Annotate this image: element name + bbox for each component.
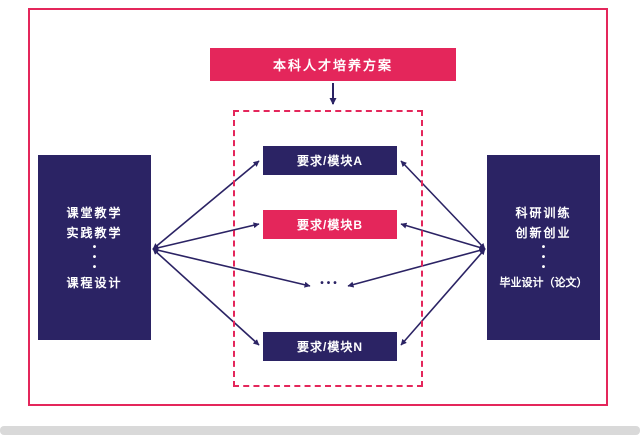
left-box-dot: • xyxy=(92,241,97,253)
modules-group-border xyxy=(233,110,423,387)
bottom-bar xyxy=(0,426,640,435)
right-box-line: 创新创业 xyxy=(515,225,572,240)
right-box-dot: • xyxy=(541,251,546,263)
outer-border xyxy=(28,8,608,406)
left-box-line: 实践教学 xyxy=(66,225,123,240)
right-box-dot: • xyxy=(541,261,546,273)
left-box-line: 课堂教学 xyxy=(66,205,123,220)
title-box: 本科人才培养方案 xyxy=(210,48,456,81)
module-a-box: 要求/模块A xyxy=(263,146,397,175)
module-b-box: 要求/模块B xyxy=(263,210,397,239)
module-a-label: 要求/模块A xyxy=(296,154,363,168)
left-box-dot: • xyxy=(92,251,97,263)
right-box-dot: • xyxy=(541,241,546,253)
module-n-label: 要求/模块N xyxy=(296,340,363,354)
right-activities-box: 科研训练 创新创业 • • • 毕业设计（论文） xyxy=(487,155,600,340)
right-box-line: 毕业设计（论文） xyxy=(499,276,588,289)
module-n-box: 要求/模块N xyxy=(263,332,397,361)
left-activities-box: 课堂教学 实践教学 • • • 课程设计 xyxy=(38,155,151,340)
left-box-line: 课程设计 xyxy=(66,275,123,290)
title-box-label: 本科人才培养方案 xyxy=(272,58,393,73)
right-box-line: 科研训练 xyxy=(515,205,572,220)
left-box-dot: • xyxy=(92,261,97,273)
modules-ellipsis: ••• xyxy=(320,278,340,289)
module-b-label: 要求/模块B xyxy=(296,218,363,232)
